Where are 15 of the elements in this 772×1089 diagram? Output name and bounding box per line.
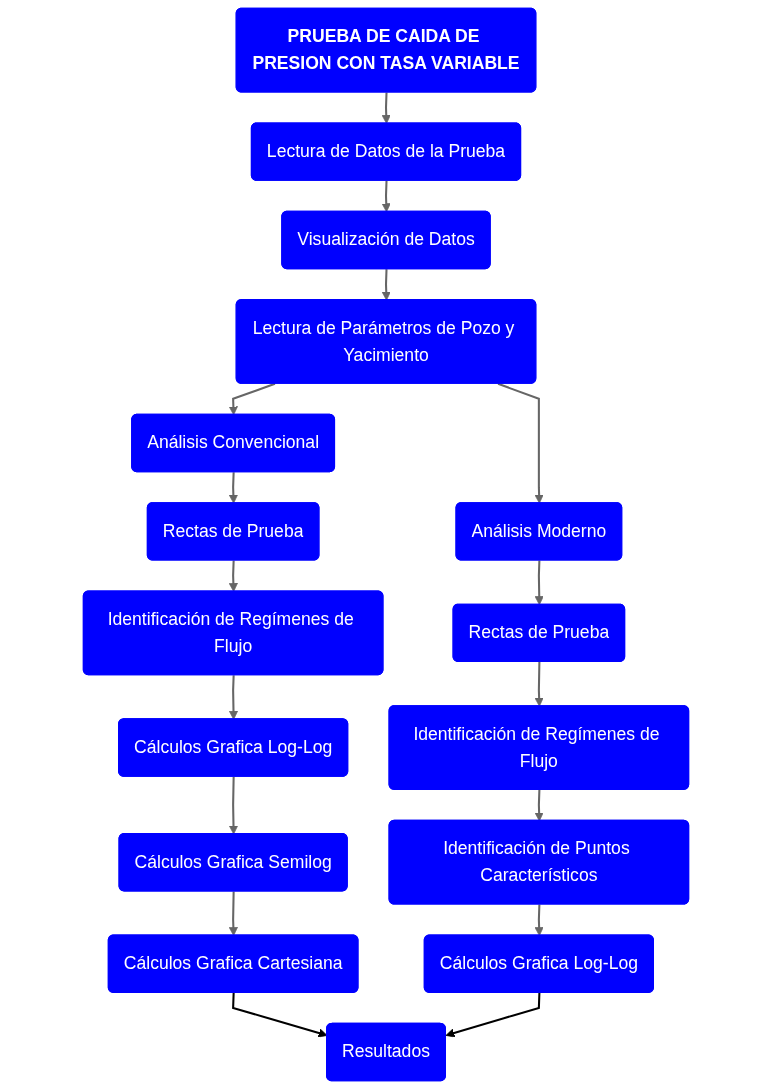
- arrow: [381, 269, 391, 301]
- arrow: [228, 382, 276, 416]
- arrow: [381, 180, 391, 213]
- arrow: [228, 776, 239, 835]
- arrow: [497, 382, 544, 504]
- arrow: [228, 891, 238, 936]
- arrow: [228, 675, 239, 720]
- arrow: [381, 92, 391, 124]
- arrow: [534, 904, 544, 936]
- arrow: [228, 472, 238, 504]
- arrow: [534, 662, 544, 707]
- arrow: [534, 789, 544, 822]
- arrow: [534, 560, 544, 606]
- arrow: [228, 560, 238, 592]
- arrow: [445, 992, 541, 1038]
